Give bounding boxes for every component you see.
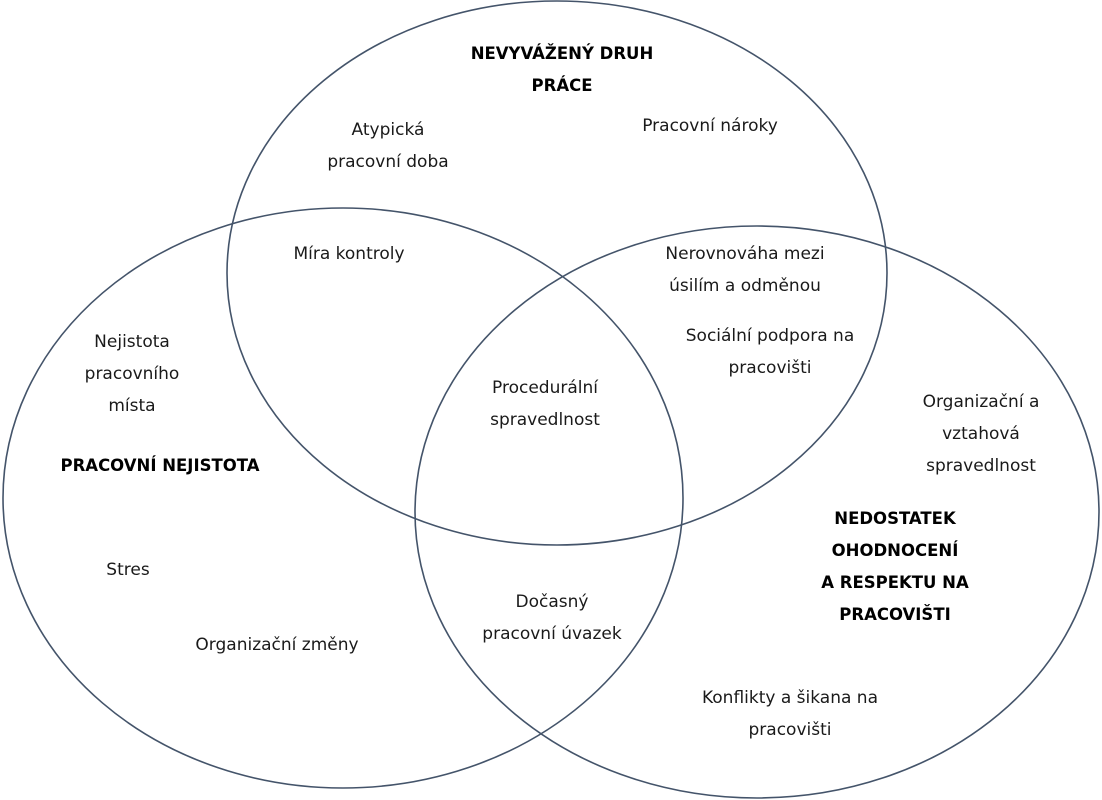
- title-line: PRACOVNÍ NEJISTOTA: [60, 456, 260, 475]
- label-line: Procedurální: [492, 378, 598, 398]
- title-line: NEDOSTATEK: [834, 509, 956, 528]
- label-line: úsilím a odměnou: [669, 276, 821, 296]
- label-line: pracovní doba: [327, 152, 449, 172]
- label-proceduralni-spravedlnost: Procedurální spravedlnost: [460, 372, 630, 436]
- label-line: vztahová: [942, 424, 1020, 444]
- label-organizacni-zmeny: Organizační změny: [172, 629, 382, 661]
- label-line: Konflikty a šikana na: [701, 688, 879, 708]
- label-socialni-podpora: Sociální podpora na pracovišti: [660, 320, 880, 384]
- label-line: pracovišti: [728, 358, 812, 378]
- label-line: spravedlnost: [490, 410, 600, 430]
- title-nevyvazeny-druh-prace: NEVYVÁŽENÝ DRUH PRÁCE: [437, 38, 687, 102]
- label-line: Stres: [106, 560, 150, 580]
- title-line: NEVYVÁŽENÝ DRUH: [470, 44, 654, 63]
- label-line: pracovní úvazek: [482, 624, 622, 644]
- label-line: Nejistota: [94, 332, 170, 352]
- label-line: Míra kontroly: [293, 244, 405, 264]
- label-line: spravedlnost: [926, 456, 1036, 476]
- title-line: OHODNOCENÍ: [831, 541, 959, 560]
- circle-nevyvazeny-druh-prace: [226, 0, 888, 546]
- circle-pracovni-nejistota: [2, 207, 684, 789]
- title-line: A RESPEKTU NA: [821, 573, 969, 592]
- label-line: Nerovnováha mezi: [665, 244, 825, 264]
- label-line: Dočasný: [515, 592, 589, 612]
- label-line: Organizační a: [922, 392, 1040, 412]
- label-line: místa: [108, 396, 156, 416]
- label-docasny-pracovni-uvazek: Dočasný pracovní úvazek: [462, 586, 642, 650]
- title-line: PRÁCE: [531, 76, 593, 95]
- label-organizacni-vztahova-spravedlnost: Organizační a vztahová spravedlnost: [896, 386, 1066, 482]
- label-nejistota-pracovniho-mista: Nejistota pracovního místa: [72, 326, 192, 422]
- title-pracovni-nejistota: PRACOVNÍ NEJISTOTA: [40, 450, 280, 482]
- label-mira-kontroly: Míra kontroly: [264, 238, 434, 270]
- label-line: pracovního: [84, 364, 180, 384]
- label-line: Organizační změny: [195, 635, 359, 655]
- label-atypicka-pracovni-doba: Atypická pracovní doba: [298, 114, 478, 178]
- title-nedostatek-ohodnoceni: NEDOSTATEK OHODNOCENÍ A RESPEKTU NA PRAC…: [800, 503, 990, 631]
- label-konflikty-sikana: Konflikty a šikana na pracovišti: [675, 682, 905, 746]
- label-line: Pracovní nároky: [642, 116, 778, 136]
- label-line: pracovišti: [748, 720, 832, 740]
- label-line: Sociální podpora na: [685, 326, 855, 346]
- label-stres: Stres: [88, 554, 168, 586]
- title-line: PRACOVIŠTI: [839, 605, 951, 624]
- label-line: Atypická: [351, 120, 425, 140]
- circle-nedostatek-ohodnoceni: [414, 225, 1100, 799]
- label-nerovnovaha-usili-odmena: Nerovnováha mezi úsilím a odměnou: [640, 238, 850, 302]
- label-pracovni-naroky: Pracovní nároky: [610, 110, 810, 142]
